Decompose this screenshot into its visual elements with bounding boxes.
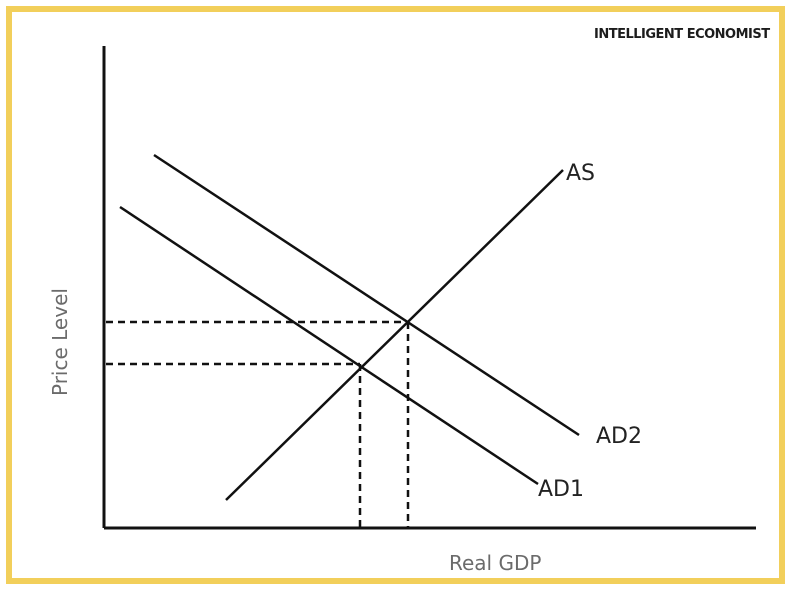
- ad1-label: AD1: [538, 477, 584, 502]
- as-curve: [225, 169, 564, 501]
- brand-logo: INTELLIGENT ECONOMIST: [594, 27, 770, 42]
- x-axis-label: Real GDP: [449, 551, 541, 575]
- diagram-frame: [6, 6, 785, 584]
- ad2-curve: [153, 153, 580, 437]
- y-axis-label: Price Level: [48, 288, 72, 396]
- ad1-curve: [119, 205, 539, 486]
- as-label: AS: [566, 161, 595, 186]
- ad2-label: AD2: [596, 424, 642, 449]
